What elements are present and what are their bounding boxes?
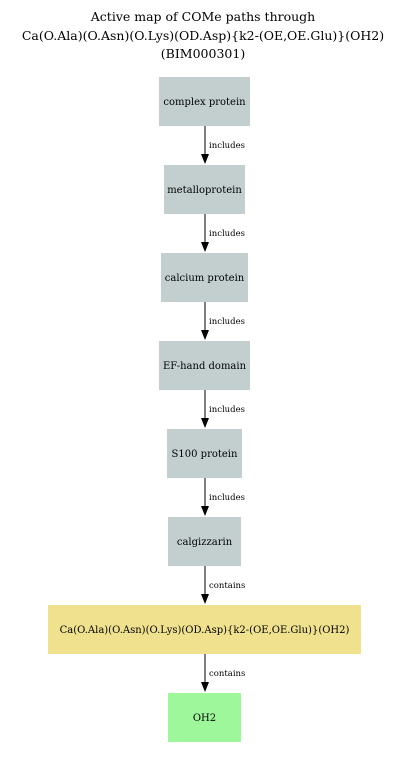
- title-line-1: Active map of COMe paths through: [90, 9, 315, 24]
- node-box: [168, 693, 241, 742]
- edge-label-7: contains: [209, 669, 245, 679]
- node-box: [48, 605, 361, 654]
- edge-label-5: includes: [209, 493, 245, 503]
- title-line-3: (BIM000301): [161, 46, 245, 61]
- node-label: S100 protein: [172, 449, 238, 460]
- node-label: Ca(O.Ala)(O.Asn)(O.Lys)(OD.Asp){k2-(OE,O…: [60, 625, 350, 636]
- node-calcium-protein[interactable]: calcium protein: [161, 253, 248, 302]
- node-box: [159, 341, 250, 390]
- node-box: [164, 165, 245, 214]
- node-box: [159, 77, 250, 126]
- node-s100-protein[interactable]: S100 protein: [167, 429, 242, 478]
- node-label: calgizzarin: [177, 537, 233, 548]
- edge-label-1: includes: [209, 141, 245, 151]
- node-ef-hand-domain[interactable]: EF-hand domain: [159, 341, 250, 390]
- edge-label-2: includes: [209, 229, 245, 239]
- node-calgizzarin[interactable]: calgizzarin: [168, 517, 241, 566]
- node-label: metalloprotein: [167, 185, 242, 196]
- node-box: [168, 517, 241, 566]
- node-metalloprotein[interactable]: metalloprotein: [164, 165, 245, 214]
- node-box: [161, 253, 248, 302]
- nodes: complex protein metalloprotein calcium p…: [48, 77, 361, 742]
- diagram-title: Active map of COMe paths through Ca(O.Al…: [22, 9, 384, 61]
- edge-label-4: includes: [209, 405, 245, 415]
- title-line-2: Ca(O.Ala)(O.Asn)(O.Lys)(OD.Asp){k2-(OE,O…: [22, 28, 384, 43]
- node-label: complex protein: [163, 97, 246, 108]
- node-label: EF-hand domain: [163, 361, 247, 372]
- edges: includes includes includes includes incl…: [201, 126, 245, 692]
- node-label: OH2: [193, 713, 216, 724]
- node-label: calcium protein: [165, 273, 245, 284]
- node-complex-protein[interactable]: complex protein: [159, 77, 250, 126]
- node-box: [167, 429, 242, 478]
- node-calcium-complex[interactable]: Ca(O.Ala)(O.Asn)(O.Lys)(OD.Asp){k2-(OE,O…: [48, 605, 361, 654]
- edge-label-6: contains: [209, 581, 245, 591]
- node-oh2[interactable]: OH2: [168, 693, 241, 742]
- edge-label-3: includes: [209, 317, 245, 327]
